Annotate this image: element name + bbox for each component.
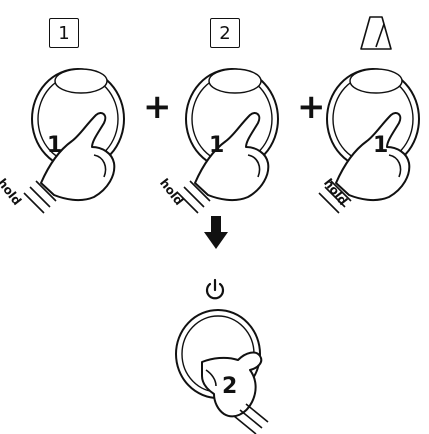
- button-2-label-box: 2: [210, 18, 240, 48]
- power-icon: [203, 278, 227, 302]
- button-1-label: 1: [58, 23, 69, 44]
- arrow-down-icon: [204, 216, 228, 250]
- button-2-label: 2: [219, 23, 230, 44]
- press-button-2-illustration: [166, 55, 296, 215]
- press-power-button-illustration: [172, 306, 292, 434]
- press-metronome-illustration: [301, 55, 427, 215]
- button-1-label-box: 1: [49, 18, 79, 48]
- finger-number-1: 1: [47, 133, 62, 158]
- metronome-icon: [358, 14, 394, 52]
- press-button-1-illustration: [8, 55, 138, 215]
- finger-number-power: 2: [222, 374, 237, 399]
- finger-number-2: 1: [209, 133, 224, 158]
- finger-number-3: 1: [373, 133, 388, 158]
